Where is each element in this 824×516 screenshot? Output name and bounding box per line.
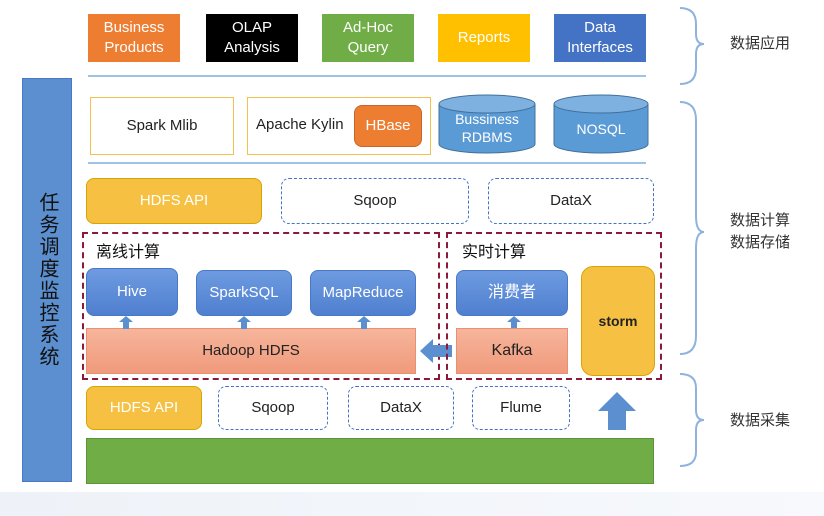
right-braces <box>679 7 705 467</box>
up-arrow-icon <box>119 316 133 329</box>
left-arrow-icon <box>420 339 452 363</box>
ad-hoc-query-box: Ad-Hoc Query <box>322 14 414 62</box>
hive-box: Hive <box>86 268 178 316</box>
apache-kylin-label: Apache Kylin <box>256 116 344 133</box>
storm-box: storm <box>581 266 655 376</box>
page-footer-strip <box>0 492 824 516</box>
task-scheduling-monitor-bar: 任务调度监控系统 <box>22 78 72 482</box>
hdfs-api-box-top: HDFS API <box>86 178 262 224</box>
rdbms-line-1: Bussiness <box>455 111 519 127</box>
data-compute-label: 数据计算 <box>730 212 791 229</box>
separator-line <box>88 75 646 77</box>
sqoop-box-bottom: Sqoop <box>218 386 328 430</box>
data-storage-label: 数据存储 <box>730 234 791 251</box>
data-interfaces-box: Data Interfaces <box>554 14 646 62</box>
up-arrow-icon <box>507 316 521 329</box>
reports-box: Reports <box>438 14 530 62</box>
mapreduce-box: MapReduce <box>310 270 416 316</box>
data-collection-label: 数据采集 <box>730 412 791 429</box>
datax-box-top: DataX <box>488 178 654 224</box>
sqoop-box-top: Sqoop <box>281 178 469 224</box>
task-scheduling-monitor-label: 任务调度监控系统 <box>36 192 58 368</box>
realtime-compute-title: 实时计算 <box>462 244 527 261</box>
up-arrow-icon <box>598 392 636 430</box>
separator-line <box>88 162 646 164</box>
olap-analysis-box: OLAP Analysis <box>206 14 298 62</box>
nosql-cylinder: NOSQL <box>553 94 649 154</box>
offline-compute-frame <box>82 232 440 380</box>
kafka-box: Kafka <box>456 328 568 374</box>
apache-kylin-box: Apache Kylin HBase <box>247 97 431 155</box>
data-source-strip <box>86 438 654 484</box>
hbase-box: HBase <box>354 105 422 147</box>
realtime-compute-frame <box>446 232 662 380</box>
up-arrow-icon <box>237 316 251 329</box>
up-arrow-icon <box>357 316 371 329</box>
datax-box-bottom: DataX <box>348 386 454 430</box>
hdfs-api-box-bottom: HDFS API <box>86 386 202 430</box>
spark-mlib-box: Spark Mlib <box>90 97 234 155</box>
sparksql-box: SparkSQL <box>196 270 292 316</box>
consumer-box: 消费者 <box>456 270 568 316</box>
offline-compute-title: 离线计算 <box>96 244 161 261</box>
data-application-label: 数据应用 <box>730 35 791 52</box>
hadoop-hdfs-box: Hadoop HDFS <box>86 328 416 374</box>
rdbms-line-2: RDBMS <box>462 129 513 145</box>
business-products-box: Business Products <box>88 14 180 62</box>
flume-box: Flume <box>472 386 570 430</box>
nosql-label: NOSQL <box>576 121 625 137</box>
business-rdbms-cylinder: Bussiness RDBMS <box>438 94 536 154</box>
